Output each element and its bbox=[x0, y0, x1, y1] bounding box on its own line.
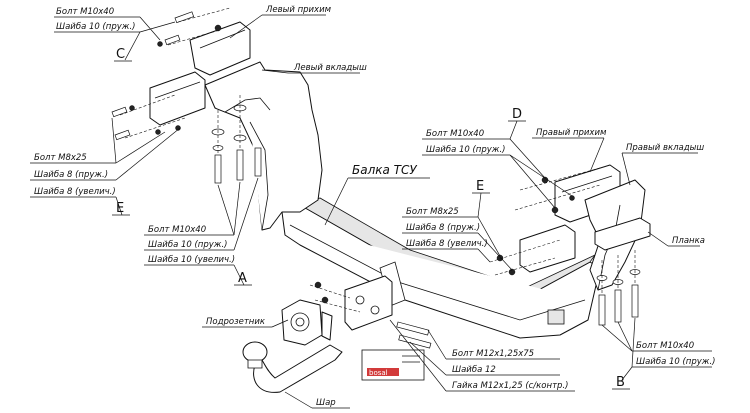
group-a-letter: A bbox=[238, 271, 247, 286]
plate-label: Планка bbox=[672, 236, 705, 246]
group-b-letter: B bbox=[616, 375, 625, 390]
group-e-right-letter: E bbox=[476, 179, 484, 194]
group-d-bolt-label: Болт М10х40 bbox=[426, 129, 484, 139]
right-bracket-label: Правый прихим bbox=[536, 128, 607, 138]
brand-logo: bosal bbox=[369, 369, 388, 377]
group-a-washer-spring-label: Шайба 10 (пруж.) bbox=[148, 240, 227, 250]
group-a-washer-large-label: Шайба 10 (увелич.) bbox=[148, 255, 235, 265]
left-insert-part bbox=[204, 61, 323, 231]
beam-label: Балка ТСУ bbox=[352, 163, 417, 177]
label-right-bracket: Правый прихим bbox=[532, 128, 607, 173]
towbar-beam bbox=[281, 197, 601, 339]
label-group-c: Болт М10х40 Шайба 10 (пруж.) C bbox=[54, 7, 176, 62]
bolt-group-c bbox=[157, 7, 231, 47]
plate-part bbox=[594, 217, 651, 251]
label-group-e-right: E Болт М8х25 Шайба 8 (пруж.) Шайба 8 (ув… bbox=[402, 179, 513, 271]
bolt-group-b bbox=[596, 250, 641, 326]
right-insert-label: Правый вкладыш bbox=[626, 143, 704, 153]
group-e-left-washer-spring-label: Шайба 8 (пруж.) bbox=[34, 170, 108, 180]
group-c-bolt-label: Болт М10х40 bbox=[56, 7, 114, 17]
ball-group-washer-label: Шайба 12 bbox=[452, 365, 496, 375]
ball-label: Шар bbox=[316, 398, 336, 408]
left-insert-label: Левый вкладыш bbox=[293, 63, 367, 73]
group-a-bolt-label: Болт М10х40 bbox=[148, 225, 206, 235]
label-beam: Балка ТСУ bbox=[324, 163, 430, 226]
label-ball-group: Болт М12х1,25х75 Шайба 12 Гайка М12х1,25… bbox=[389, 319, 575, 392]
ball-mount-flange bbox=[309, 275, 432, 349]
label-ball: Шар bbox=[284, 391, 350, 409]
socket-holder-label: Подрозетник bbox=[206, 317, 266, 327]
bolt-group-e-left bbox=[111, 94, 186, 141]
group-e-left-bolt-label: Болт М8х25 bbox=[34, 153, 87, 163]
group-d-washer-label: Шайба 10 (пруж.) bbox=[426, 145, 505, 155]
group-c-washer-label: Шайба 10 (пруж.) bbox=[56, 22, 135, 32]
bolt-group-a bbox=[211, 95, 262, 184]
brand-label-plate: bosal bbox=[361, 349, 425, 381]
socket-holder-part bbox=[281, 299, 333, 346]
group-b-bolt-label: Болт М10х40 bbox=[636, 341, 694, 351]
label-group-d: D Болт М10х40 Шайба 10 (пруж.) bbox=[422, 107, 573, 209]
label-group-e-left: Болт М8х25 Шайба 8 (пруж.) Шайба 8 (увел… bbox=[30, 117, 181, 216]
group-e-left-washer-large-label: Шайба 8 (увелич.) bbox=[34, 187, 116, 197]
group-e-left-letter: E bbox=[116, 201, 124, 216]
label-left-bracket: Левый прихим bbox=[229, 5, 332, 39]
ball-group-bolt-label: Болт М12х1,25х75 bbox=[452, 349, 534, 359]
label-socket-holder: Подрозетник bbox=[202, 317, 289, 328]
group-b-washer-label: Шайба 10 (пруж.) bbox=[636, 357, 715, 367]
group-e-right-washer-large-label: Шайба 8 (увелич.) bbox=[406, 239, 488, 249]
group-e-right-washer-spring-label: Шайба 8 (пруж.) bbox=[406, 223, 480, 233]
label-group-a: Болт М10х40 Шайба 10 (пруж.) Шайба 10 (у… bbox=[144, 177, 259, 286]
group-c-letter: C bbox=[116, 47, 125, 62]
label-group-b: Болт М10х40 Шайба 10 (пруж.) B bbox=[601, 317, 715, 390]
left-bracket-part bbox=[149, 21, 251, 126]
group-e-right-bolt-label: Болт М8х25 bbox=[406, 207, 459, 217]
left-bracket-label: Левый прихим bbox=[265, 5, 332, 15]
label-left-insert: Левый вкладыш bbox=[261, 63, 367, 74]
label-right-insert: Правый вкладыш bbox=[621, 143, 704, 186]
group-d-letter: D bbox=[512, 107, 522, 122]
ball-group-nut-label: Гайка М12х1,25 (с/контр.) bbox=[452, 381, 568, 391]
tow-ball-part bbox=[242, 341, 343, 393]
label-plate: Планка bbox=[647, 231, 705, 247]
